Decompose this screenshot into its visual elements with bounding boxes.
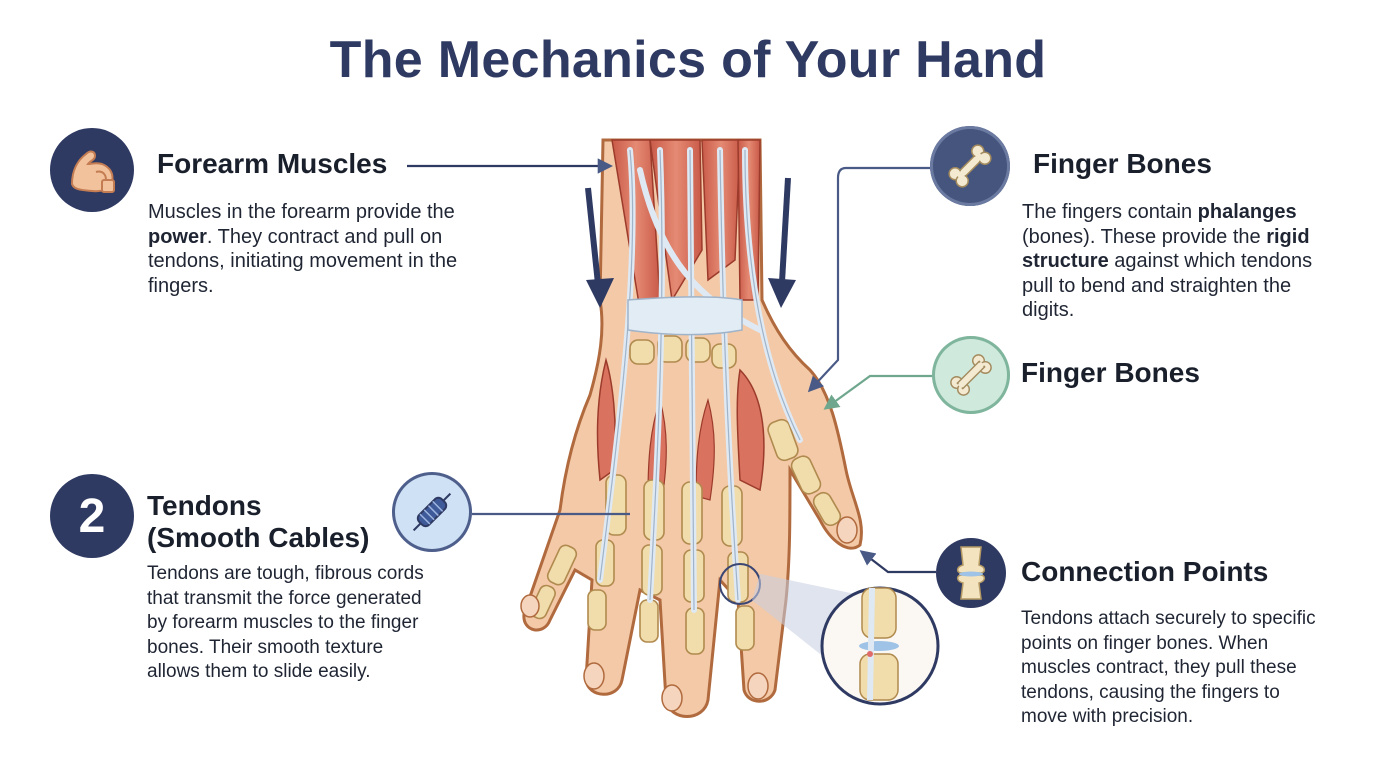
finger-bones-badge xyxy=(930,126,1010,206)
tendons-description: Tendons are tough, fibrous cords that tr… xyxy=(147,563,424,682)
connection-badge xyxy=(936,538,1006,608)
finger-bones-heading-2: Finger Bones xyxy=(1021,357,1200,388)
bone-icon xyxy=(950,354,992,396)
fingernails xyxy=(520,516,858,712)
page-title: The Mechanics of Your Hand xyxy=(329,31,1047,89)
bone-icon xyxy=(948,144,992,188)
callout-connectors xyxy=(407,158,936,574)
flexed-arm-icon xyxy=(70,150,115,193)
tendons-heading: Tendons(Smooth Cables) xyxy=(147,490,370,553)
finger-bones-description: The fingers contain phalanges (bones). T… xyxy=(1022,201,1313,321)
cable-icon xyxy=(412,492,452,532)
pull-arrows xyxy=(585,177,796,308)
finger-bones-heading: Finger Bones xyxy=(1033,148,1212,179)
tendons-number-badge: 2 xyxy=(50,474,134,558)
joint-icon xyxy=(956,546,986,600)
joint-magnifier xyxy=(719,563,940,706)
finger-bones-badge-2 xyxy=(932,336,1010,414)
forearm-badge xyxy=(50,128,134,212)
forearm-description: Muscles in the forearm provide the power… xyxy=(148,201,458,297)
forearm-heading: Forearm Muscles xyxy=(157,148,388,179)
wrist-band xyxy=(627,296,743,336)
tendons-number: 2 xyxy=(78,489,106,543)
tendon-cable-badge xyxy=(392,472,472,552)
connection-heading: Connection Points xyxy=(1021,556,1269,587)
connection-description: Tendons attach securely to specific poin… xyxy=(1021,608,1316,727)
